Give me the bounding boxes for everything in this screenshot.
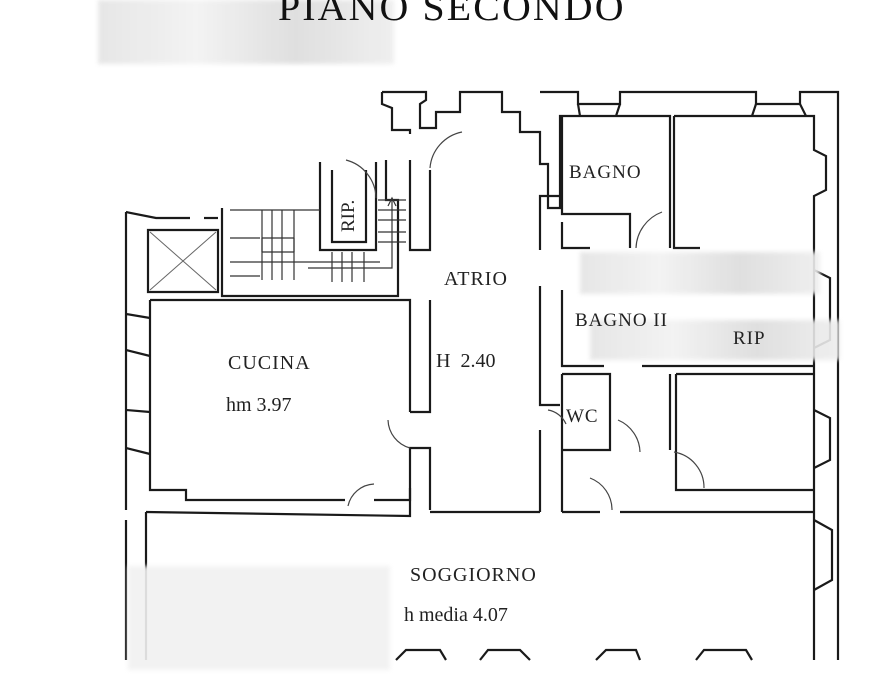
watermark-bottom-left [128, 566, 390, 670]
room-height-soggiorno: h media 4.07 [404, 604, 508, 626]
room-label-atrio: ATRIO [444, 268, 508, 290]
watermark-top-left [98, 0, 394, 64]
room-label-bagno-ii: BAGNO II [575, 310, 668, 331]
room-label-wc: WC [566, 406, 599, 427]
watermark-right-1 [580, 252, 820, 294]
room-label-rip-stair: RIP. [338, 199, 359, 232]
room-height-cucina: hm 3.97 [226, 394, 292, 416]
room-label-soggiorno: SOGGIORNO [410, 564, 537, 586]
room-label-rip-right: RIP [733, 328, 766, 349]
page-title: PIANO SECONDO [278, 0, 626, 29]
room-height-atrio: H 2.40 [436, 350, 496, 372]
room-label-cucina: CUCINA [228, 352, 311, 374]
watermark-right-2 [590, 320, 840, 360]
room-label-bagno: BAGNO [569, 162, 642, 183]
